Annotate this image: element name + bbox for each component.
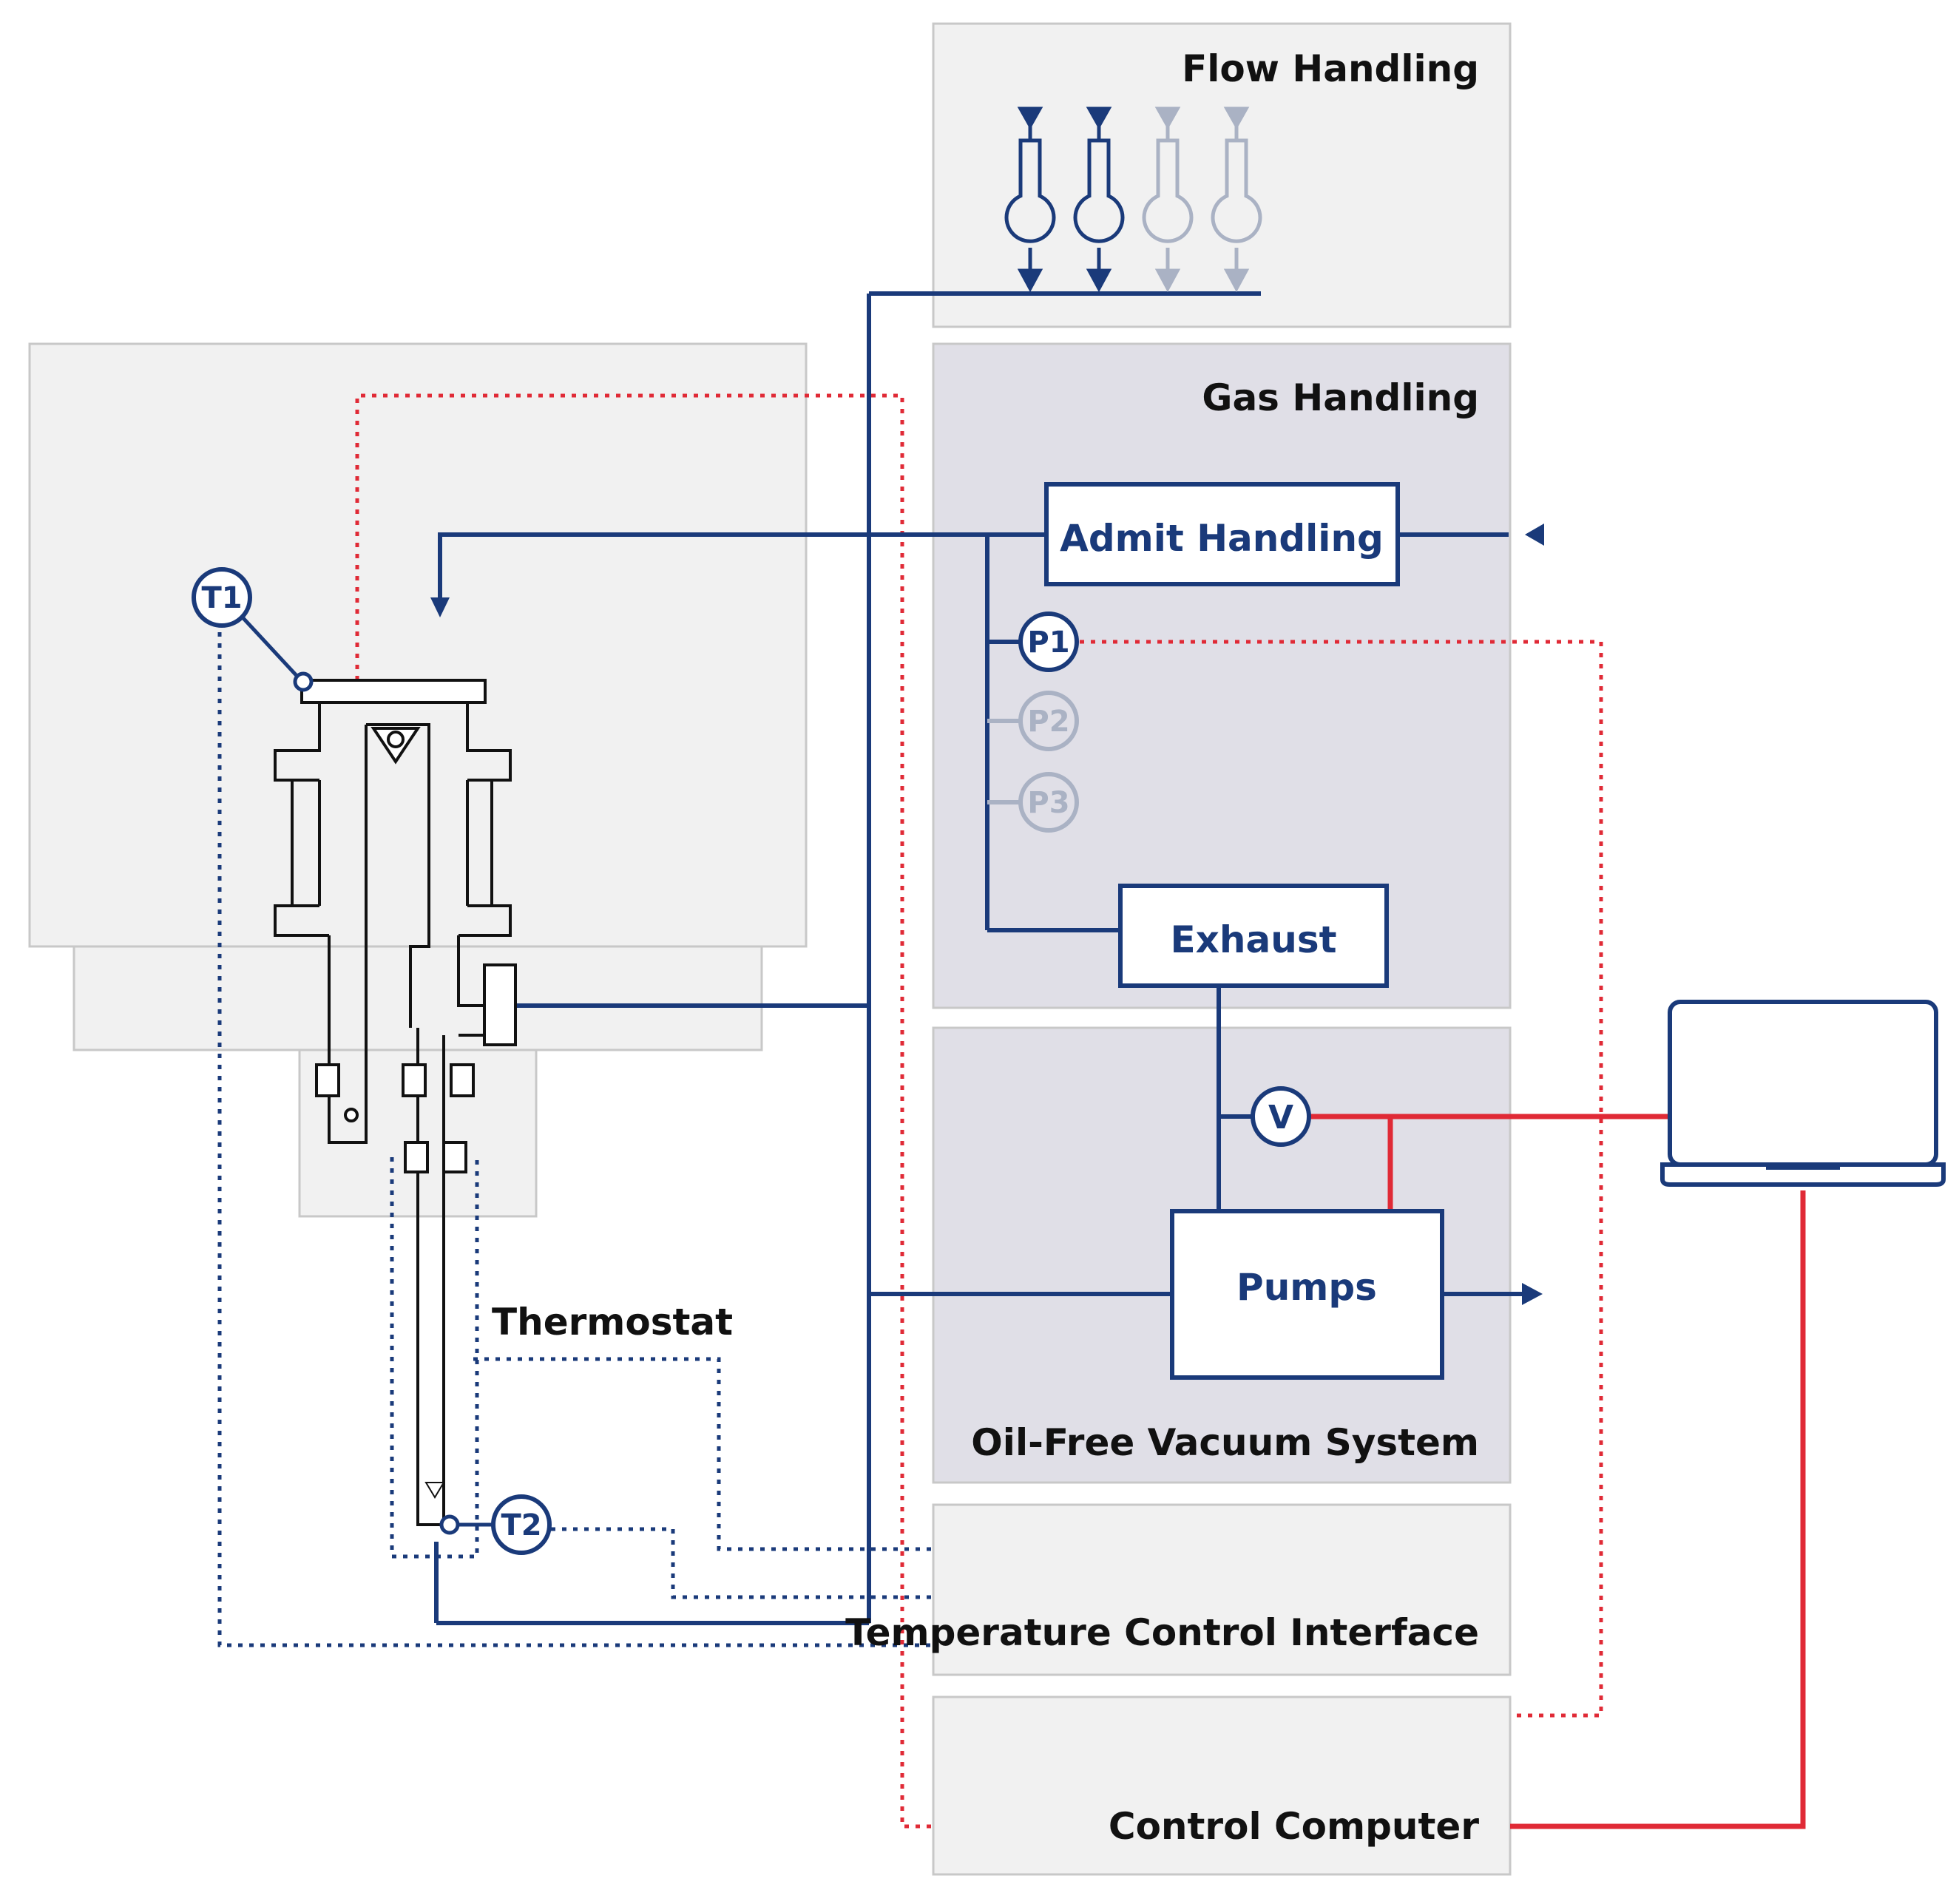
p1-gauge: P1: [1018, 611, 1079, 672]
p3-label: P3: [1027, 786, 1069, 820]
pumps-label: Pumps: [1236, 1266, 1377, 1309]
v-valve: V: [1251, 1086, 1311, 1147]
flow-handling-title: Flow Handling: [1182, 47, 1479, 90]
vacuum-system-title: Oil-Free Vacuum System: [971, 1421, 1479, 1464]
p2-gauge: P2: [1018, 691, 1079, 751]
pressure-signal-lines: [355, 393, 1603, 1829]
gas-lines: [434, 291, 1523, 1625]
control-computer-panel: [932, 1695, 1512, 1876]
thermostat-label: Thermostat: [492, 1301, 733, 1344]
t1-label: T1: [201, 581, 242, 615]
p2-label: P2: [1027, 705, 1069, 739]
p3-gauge: P3: [1018, 772, 1079, 833]
t1-gauge: T1: [192, 567, 314, 692]
pumps-box: Pumps: [1170, 1209, 1444, 1380]
admit-down-arrow-icon: [430, 597, 450, 617]
mass-flow-controller-icon: [1004, 106, 1262, 293]
laptop-icon: [1660, 1000, 1946, 1187]
exhaust-box: Exhaust: [1118, 884, 1389, 988]
faded-gauge-lines: [987, 719, 1019, 804]
admit-handling-label: Admit Handling: [1060, 517, 1384, 560]
v-label: V: [1268, 1099, 1293, 1136]
exhaust-label: Exhaust: [1171, 918, 1337, 961]
temperature-interface-title: Temperature Control Interface: [845, 1611, 1479, 1654]
temperature-signal-lines: [217, 621, 933, 1647]
gas-inlet-arrow-icon: [1525, 524, 1544, 546]
pump-outlet-arrow-icon: [1522, 1283, 1543, 1305]
t2-label: T2: [501, 1508, 541, 1542]
admit-handling-box: Admit Handling: [1044, 482, 1400, 586]
data-cables: [1309, 1114, 1806, 1829]
gas-handling-title: Gas Handling: [1202, 376, 1479, 419]
control-computer-title: Control Computer: [1109, 1805, 1479, 1848]
temperature-interface-panel: [932, 1503, 1512, 1676]
p1-label: P1: [1027, 626, 1069, 660]
reaction-cell-icon: [274, 679, 517, 1526]
t2-gauge: T2: [439, 1494, 552, 1555]
